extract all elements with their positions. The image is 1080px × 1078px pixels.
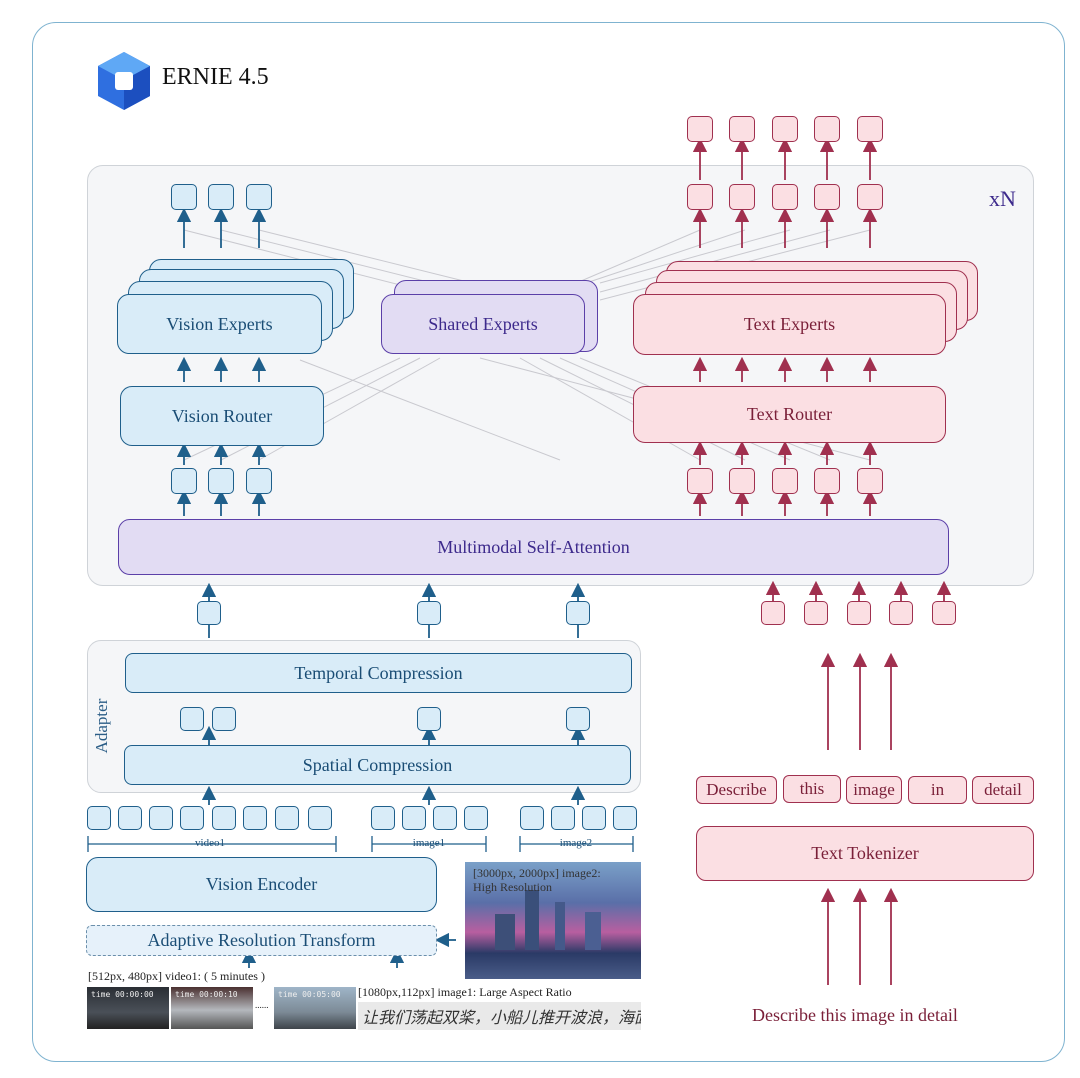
video-patch-token (275, 806, 299, 830)
video-frame-thumbnail: time 00:05:00 (274, 987, 356, 1029)
vision-output-token (208, 184, 234, 210)
video-frame-thumbnail: time 00:00:00 (87, 987, 169, 1029)
image1-patch-token (371, 806, 395, 830)
input-word-token: detail (972, 776, 1034, 804)
image1-patch-token (402, 806, 426, 830)
video-patch-token (212, 806, 236, 830)
text-final-token (772, 116, 798, 142)
frame-time-label: time 00:05:00 (278, 990, 341, 999)
image1-segment-label: image1 (412, 837, 446, 849)
temporal-compression-label: Temporal Compression (294, 662, 463, 683)
compressed-token (180, 707, 204, 731)
vision-output-token (246, 184, 272, 210)
text-input-token (847, 601, 871, 625)
spatial-compression-label: Spatial Compression (302, 754, 453, 775)
video-patch-token (243, 806, 267, 830)
text-experts-label: Text Experts (743, 314, 836, 334)
adaptive-resolution-transform-box: Adaptive Resolution Transform (86, 925, 437, 956)
shared-experts-box: Shared Experts (381, 294, 585, 354)
text-router-label: Text Router (746, 404, 833, 424)
text-hidden-token (729, 468, 755, 494)
vision-input-token (566, 601, 590, 625)
vision-experts-box: Vision Experts (117, 294, 322, 354)
vision-encoder-box: Vision Encoder (86, 857, 437, 912)
compressed-token (417, 707, 441, 731)
text-final-token (687, 116, 713, 142)
text-input-token (932, 601, 956, 625)
vision-hidden-token (208, 468, 234, 494)
input-word-token: in (908, 776, 967, 804)
image2-patch-token (613, 806, 637, 830)
repeat-label: xN (989, 186, 1016, 211)
text-output-token (729, 184, 755, 210)
video-patch-token (308, 806, 332, 830)
frames-ellipsis: ...... (255, 1000, 269, 1010)
vision-input-token (417, 601, 441, 625)
image2-cityscape-thumbnail (465, 862, 641, 979)
video-frame-thumbnail: time 00:00:10 (171, 987, 253, 1029)
image2-patch-token (582, 806, 606, 830)
text-final-token (729, 116, 755, 142)
image2-caption: [3000px, 2000px] image2: High Resolution (473, 866, 601, 894)
temporal-compression-box: Temporal Compression (125, 653, 632, 693)
text-input-token (761, 601, 785, 625)
text-tokenizer-box: Text Tokenizer (696, 826, 1034, 881)
video-segment-label: video1 (195, 837, 225, 849)
text-hidden-token (772, 468, 798, 494)
text-final-token (814, 116, 840, 142)
image1-patch-token (433, 806, 457, 830)
input-sentence: Describe this image in detail (752, 1005, 958, 1025)
video-caption: [512px, 480px] video1: ( 5 minutes ) (88, 969, 265, 983)
video-patch-token (87, 806, 111, 830)
compressed-token (566, 707, 590, 731)
ernie-cube-logo-icon (98, 52, 150, 110)
text-hidden-token (857, 468, 883, 494)
compressed-token (212, 707, 236, 731)
spatial-compression-box: Spatial Compression (124, 745, 631, 785)
image1-patch-token (464, 806, 488, 830)
text-output-token (687, 184, 713, 210)
adaptive-resolution-label: Adaptive Resolution Transform (147, 930, 376, 950)
image1-handwriting-strip: 让我们荡起双桨，小船儿推开波浪，海面 (358, 1002, 641, 1030)
text-output-token (857, 184, 883, 210)
text-input-token (889, 601, 913, 625)
vision-router-label: Vision Router (171, 405, 273, 426)
frame-time-label: time 00:00:00 (91, 990, 154, 999)
vision-experts-label: Vision Experts (166, 313, 273, 334)
text-hidden-token (814, 468, 840, 494)
text-output-token (772, 184, 798, 210)
attention-label: Multimodal Self-Attention (437, 536, 630, 557)
vision-encoder-label: Vision Encoder (205, 874, 318, 894)
multimodal-self-attention-box: Multimodal Self-Attention (118, 519, 949, 575)
vision-input-token (197, 601, 221, 625)
frame-time-label: time 00:00:10 (175, 990, 238, 999)
image1-caption: [1080px,112px] image1: Large Aspect Rati… (358, 985, 572, 999)
vision-hidden-token (171, 468, 197, 494)
text-final-token (857, 116, 883, 142)
image2-segment-label: image2 (559, 837, 593, 849)
video-patch-token (149, 806, 173, 830)
vision-hidden-token (246, 468, 272, 494)
text-output-token (814, 184, 840, 210)
vision-output-token (171, 184, 197, 210)
adapter-label: Adapter (92, 698, 111, 754)
text-input-token (804, 601, 828, 625)
vision-router-box: Vision Router (120, 386, 324, 446)
video-patch-token (180, 806, 204, 830)
image2-patch-token (551, 806, 575, 830)
text-router-box: Text Router (633, 386, 946, 443)
video-patch-token (118, 806, 142, 830)
text-experts-box: Text Experts (633, 294, 946, 355)
shared-experts-label: Shared Experts (428, 313, 538, 334)
brand-title: ERNIE 4.5 (162, 64, 269, 90)
text-hidden-token (687, 468, 713, 494)
text-tokenizer-label: Text Tokenizer (811, 843, 919, 863)
input-word-token: image (846, 776, 902, 804)
input-word-token: Describe (696, 776, 777, 804)
input-word-token: this (783, 775, 841, 803)
image2-patch-token (520, 806, 544, 830)
